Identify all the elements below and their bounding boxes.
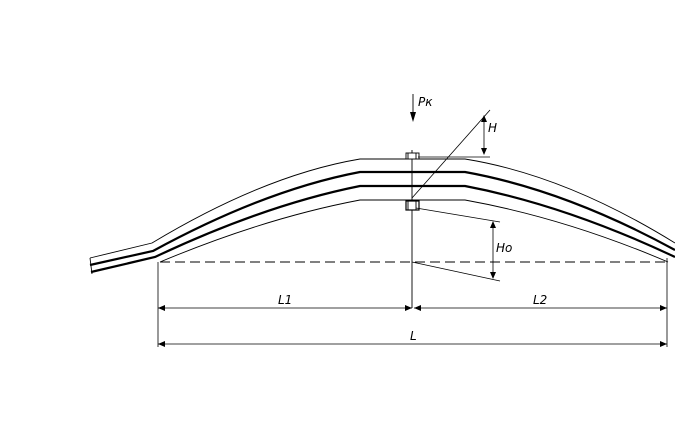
main-leaf-lower xyxy=(90,184,675,274)
main-leaf-upper xyxy=(89,170,675,267)
bottom-leaf-outline xyxy=(159,199,669,263)
left-length-dimension xyxy=(158,305,412,311)
right-length-dimension xyxy=(414,305,667,311)
total-length-label: L xyxy=(410,329,417,343)
arc-height-dimension xyxy=(411,109,491,199)
force-label: Pк xyxy=(418,95,433,109)
total-length-dimension xyxy=(158,341,667,347)
top-leaf-outline xyxy=(89,158,675,259)
right-length-label: L2 xyxy=(533,293,547,307)
left-length-label: L1 xyxy=(278,293,292,307)
leaf-end-cap xyxy=(89,257,93,275)
arc-height-label: H xyxy=(488,121,497,135)
bolt-nut-top xyxy=(405,152,420,160)
free-height-dimension xyxy=(411,207,501,282)
force-arrow xyxy=(410,94,416,122)
center-bolt xyxy=(405,150,420,308)
free-height-label: Ho xyxy=(496,241,512,255)
bolt-nut-bottom xyxy=(405,200,420,211)
spring-leaves xyxy=(89,158,675,275)
